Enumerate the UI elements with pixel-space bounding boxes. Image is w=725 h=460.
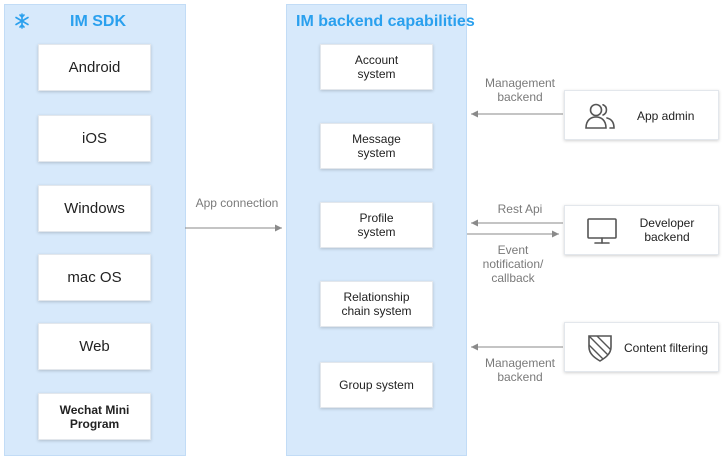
- developer-backend-box: Developer backend: [564, 205, 719, 255]
- sdk-windows: Windows: [38, 185, 151, 232]
- backend-account-system: Account system: [320, 44, 433, 90]
- label-rest-api: Rest Api: [497, 202, 543, 216]
- backend-message-system: Message system: [320, 123, 433, 169]
- monitor-icon: [585, 216, 619, 249]
- content-filtering-label: Content filtering: [624, 341, 709, 355]
- backend-relationship-chain-system: Relationship chain system: [320, 281, 433, 327]
- label-event-callback: Event notification/ callback: [482, 243, 544, 285]
- backend-profile-system: Profile system: [320, 202, 433, 248]
- sdk-wechat-mini-program: Wechat Mini Program: [38, 393, 151, 440]
- sdk-android: Android: [38, 44, 151, 91]
- shield-icon: [585, 331, 615, 366]
- users-svg: [585, 103, 615, 129]
- label-app-connection: App connection: [195, 196, 279, 210]
- shield-svg: [588, 335, 612, 362]
- sdk-web: Web: [38, 323, 151, 370]
- backend-panel-title: IM backend capabilities: [296, 13, 475, 30]
- developer-backend-label: Developer backend: [639, 216, 695, 244]
- content-filtering-box: Content filtering: [564, 322, 719, 372]
- label-management-backend-bottom: Management backend: [484, 356, 556, 384]
- app-admin-box: App admin: [564, 90, 719, 140]
- app-admin-label: App admin: [637, 109, 695, 123]
- backend-group-system: Group system: [320, 362, 433, 408]
- snowflake-logo-icon: [13, 12, 31, 35]
- label-management-backend-top: Management backend: [484, 76, 556, 104]
- users-icon: [583, 101, 617, 134]
- snowflake-logo-svg: [15, 13, 29, 29]
- sdk-macos: mac OS: [38, 254, 151, 301]
- sdk-ios: iOS: [38, 115, 151, 162]
- monitor-svg: [587, 218, 617, 244]
- sdk-panel-title: IM SDK: [70, 13, 126, 30]
